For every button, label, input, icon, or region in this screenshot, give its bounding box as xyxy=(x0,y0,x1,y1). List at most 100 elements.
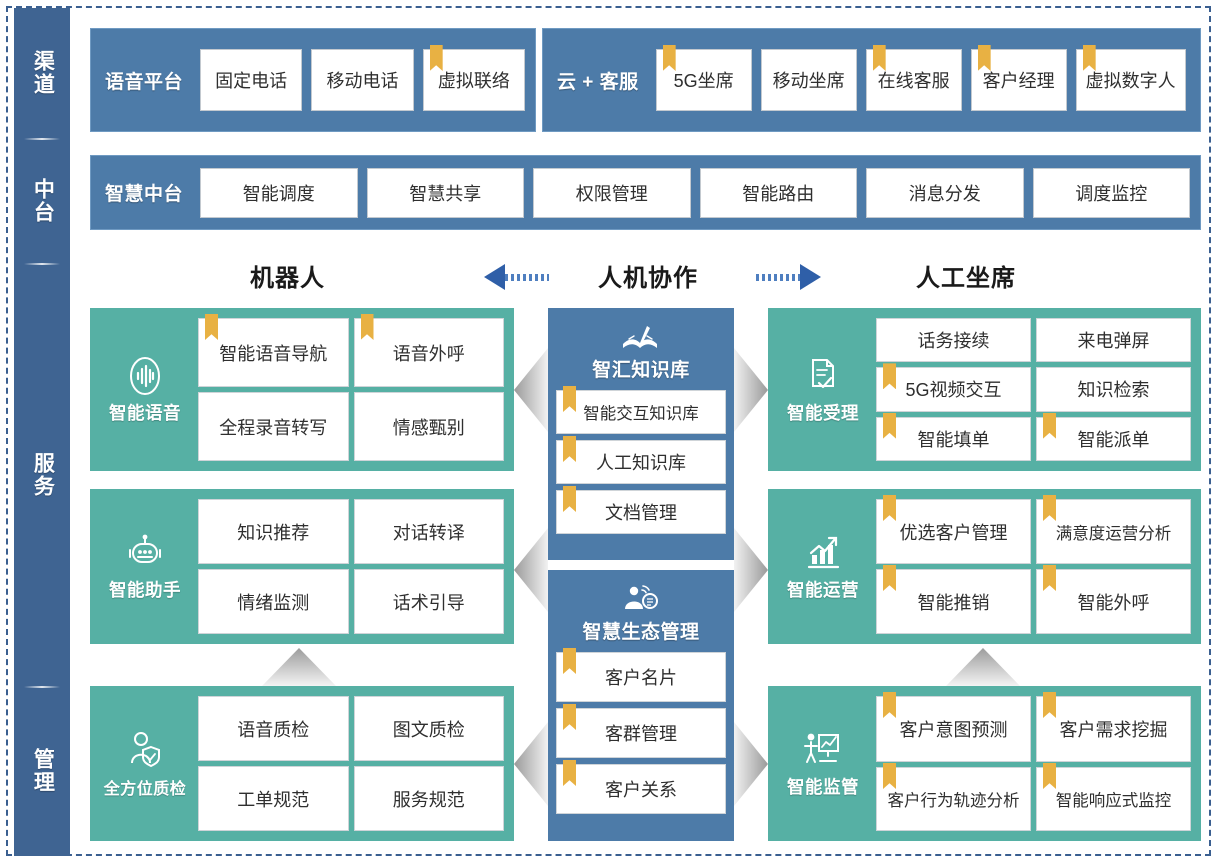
cell-label: 知识检索 xyxy=(1077,380,1150,401)
chip-label: 客户经理 xyxy=(982,71,1055,91)
cell-label: 知识推荐 xyxy=(237,522,310,543)
channel-chip-mobile-phone[interactable]: 移动电话 xyxy=(311,49,414,111)
platform-chip-message-distribution[interactable]: 消息分发 xyxy=(866,167,1024,218)
cp-item-manual-knowledge-base[interactable]: 人工知识库 xyxy=(556,440,726,484)
block-name-smart-voice: 智能语音 xyxy=(109,403,181,423)
book-pen-icon xyxy=(619,320,663,354)
rail-segment-channel: 渠道 xyxy=(14,8,70,138)
channel-chip-account-manager[interactable]: 客户经理 xyxy=(970,49,1067,111)
block-smart-operation: 智能运营 优选客户管理 满意度运营分析 智能推销 智能外呼 xyxy=(768,489,1201,644)
cp-item-label: 智能交互知识库 xyxy=(583,405,699,423)
panel-ecosystem-management: 智慧生态管理 客户名片 客群管理 客户关系 xyxy=(548,570,734,841)
channel-chip-fixed-phone[interactable]: 固定电话 xyxy=(200,49,303,111)
collab-label-human-machine: 人机协作 xyxy=(598,265,698,292)
cell-label: 话术引导 xyxy=(392,592,465,613)
cell-smart-outbound-call[interactable]: 智能外呼 xyxy=(1036,569,1191,634)
arrow-right-icon xyxy=(800,264,821,290)
cp-item-customer-card[interactable]: 客户名片 xyxy=(556,652,726,702)
block-smart-assistant: 智能助手 知识推荐 对话转译 情绪监测 话术引导 xyxy=(90,489,514,644)
cell-satisfaction-operation-analysis[interactable]: 满意度运营分析 xyxy=(1036,499,1191,564)
cell-knowledge-recommendation[interactable]: 知识推荐 xyxy=(198,499,349,564)
voice-platform-band: 语音平台 固定电话 移动电话 虚拟联络 xyxy=(90,28,536,132)
cell-label: 智能派单 xyxy=(1077,429,1150,450)
cell-label: 客户需求挖掘 xyxy=(1059,720,1168,740)
cell-voice-quality-check[interactable]: 语音质检 xyxy=(198,696,349,761)
chip-label: 虚拟数字人 xyxy=(1085,71,1176,91)
cell-dialogue-translation[interactable]: 对话转译 xyxy=(353,499,504,564)
rail-label-management: 管理 xyxy=(31,748,55,794)
cell-service-standard[interactable]: 服务规范 xyxy=(353,766,504,831)
cell-customer-behavior-trace-analysis[interactable]: 客户行为轨迹分析 xyxy=(876,767,1031,831)
cell-script-guidance[interactable]: 话术引导 xyxy=(353,569,504,634)
block-grid-smart-assistant: 知识推荐 对话转译 情绪监测 话术引导 xyxy=(198,499,504,634)
cell-smart-responsive-monitoring[interactable]: 智能响应式监控 xyxy=(1036,767,1191,831)
arrow-right-to-agent xyxy=(756,264,821,290)
cp-item-customer-group-management[interactable]: 客群管理 xyxy=(556,708,726,758)
platform-chip-smart-dispatch[interactable]: 智能调度 xyxy=(200,167,358,218)
cell-label: 客户行为轨迹分析 xyxy=(887,792,1020,810)
platform-chip-permission-management[interactable]: 权限管理 xyxy=(533,167,691,218)
chip-label: 虚拟联络 xyxy=(437,71,510,91)
cell-knowledge-search[interactable]: 知识检索 xyxy=(1036,367,1191,412)
block-smart-acceptance: 智能受理 话务接续 来电弹屏 5G视频交互 知识检索 智能填单 智能派单 xyxy=(768,308,1201,471)
chip-label: 消息分发 xyxy=(908,183,981,204)
cell-smart-dispatch-order[interactable]: 智能派单 xyxy=(1036,416,1191,461)
block-grid-smart-operation: 优选客户管理 满意度运营分析 智能推销 智能外呼 xyxy=(876,499,1191,634)
cell-label: 情感甄别 xyxy=(392,417,465,438)
rail-segment-service: 服务 xyxy=(14,263,70,686)
chevron-right-operation xyxy=(734,524,768,616)
channel-chip-mobile-seat[interactable]: 移动坐席 xyxy=(760,49,857,111)
cell-emotion-monitoring[interactable]: 情绪监测 xyxy=(198,569,349,634)
cell-label: 满意度运营分析 xyxy=(1055,524,1172,543)
chip-label: 智能路由 xyxy=(742,183,815,204)
diagram-frame xyxy=(6,6,1211,856)
cell-full-recording-transcription[interactable]: 全程录音转写 xyxy=(198,392,349,461)
chip-label: 移动电话 xyxy=(326,71,399,91)
cp-item-document-management[interactable]: 文档管理 xyxy=(556,490,726,534)
cp-item-customer-relationship[interactable]: 客户关系 xyxy=(556,764,726,814)
chip-label: 调度监控 xyxy=(1075,183,1148,204)
cell-premium-customer-management[interactable]: 优选客户管理 xyxy=(876,499,1031,564)
cell-work-order-standard[interactable]: 工单规范 xyxy=(198,766,349,831)
platform-chip-smart-sharing[interactable]: 智慧共享 xyxy=(366,167,525,218)
cell-smart-form-filling[interactable]: 智能填单 xyxy=(876,416,1031,461)
cp-item-label: 文档管理 xyxy=(605,503,677,523)
cell-customer-demand-mining[interactable]: 客户需求挖掘 xyxy=(1036,696,1191,762)
cell-smart-marketing[interactable]: 智能推销 xyxy=(876,569,1031,634)
block-grid-smart-acceptance: 话务接续 来电弹屏 5G视频交互 知识检索 智能填单 智能派单 xyxy=(876,318,1191,461)
chip-label: 固定电话 xyxy=(215,71,288,91)
cell-label: 全程录音转写 xyxy=(219,417,328,438)
cloud-service-title: 云 + 客服 xyxy=(557,71,639,93)
cell-voice-outbound[interactable]: 语音外呼 xyxy=(353,318,504,387)
block-grid-quality-inspection: 语音质检 图文质检 工单规范 服务规范 xyxy=(198,696,504,831)
channel-chip-online-service[interactable]: 在线客服 xyxy=(865,49,962,111)
panel-title-ecosystem-management: 智慧生态管理 xyxy=(582,622,700,643)
cell-call-handling[interactable]: 话务接续 xyxy=(876,318,1031,363)
channel-chip-virtual-contact[interactable]: 虚拟联络 xyxy=(422,49,525,111)
cell-smart-voice-navigation[interactable]: 智能语音导航 xyxy=(198,318,349,387)
block-name-smart-supervision: 智能监管 xyxy=(787,777,859,797)
person-shield-icon xyxy=(122,729,168,773)
cell-text-image-quality-check[interactable]: 图文质检 xyxy=(353,696,504,761)
block-grid-smart-supervision: 客户意图预测 客户需求挖掘 客户行为轨迹分析 智能响应式监控 xyxy=(876,696,1191,831)
cell-5g-video-interaction[interactable]: 5G视频交互 xyxy=(876,367,1031,412)
cell-label: 客户意图预测 xyxy=(899,720,1008,740)
cell-label: 智能语音导航 xyxy=(219,343,328,364)
panel-head-knowledge-base: 智汇知识库 xyxy=(556,316,726,384)
cell-emotion-recognition[interactable]: 情感甄别 xyxy=(353,392,504,461)
collab-label-human-agent: 人工坐席 xyxy=(916,265,1016,292)
cell-incoming-call-popup[interactable]: 来电弹屏 xyxy=(1036,318,1191,363)
arrow-right-dashes xyxy=(756,273,800,281)
chevron-left-voice xyxy=(514,344,548,436)
channel-chip-virtual-human[interactable]: 虚拟数字人 xyxy=(1075,49,1186,111)
cell-label: 图文质检 xyxy=(392,719,465,740)
cp-item-interactive-knowledge-base[interactable]: 智能交互知识库 xyxy=(556,390,726,434)
cell-label: 智能响应式监控 xyxy=(1055,792,1172,810)
platform-chip-dispatch-monitoring[interactable]: 调度监控 xyxy=(1032,167,1191,218)
channel-chip-5g-seat[interactable]: 5G坐席 xyxy=(655,49,752,111)
cp-item-label: 客户名片 xyxy=(605,668,677,688)
platform-chip-smart-routing[interactable]: 智能路由 xyxy=(699,167,858,218)
cell-customer-intent-prediction[interactable]: 客户意图预测 xyxy=(876,696,1031,762)
middle-platform-band: 智慧中台 智能调度 智慧共享 权限管理 智能路由 消息分发 调度监控 xyxy=(90,155,1201,230)
cell-label: 工单规范 xyxy=(237,789,310,810)
